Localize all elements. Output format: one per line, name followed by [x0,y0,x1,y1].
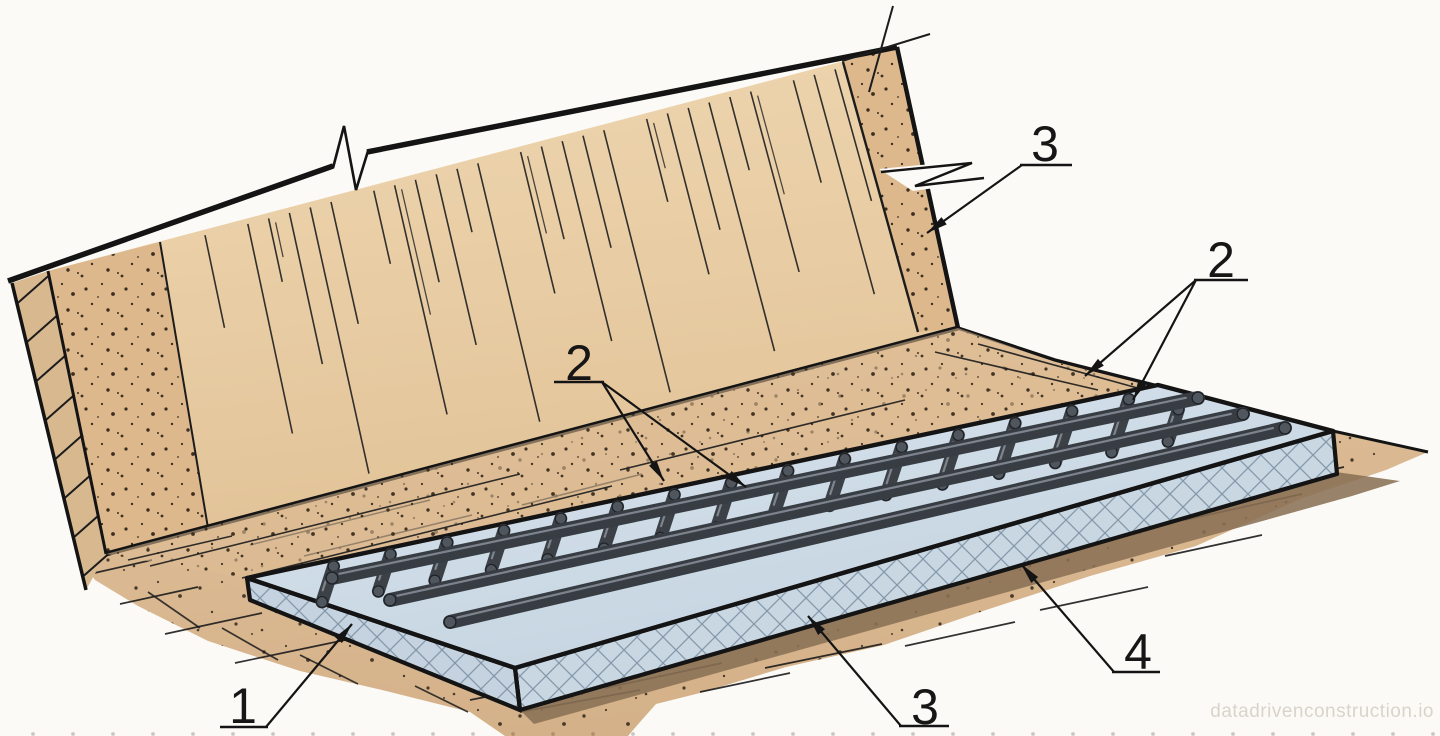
callout-3-top-label: 3 [1031,116,1059,172]
callout-labels: 1 2 2 3 3 4 [229,116,1235,735]
trench-floor [106,328,1158,579]
callout-2-middle-label: 2 [565,335,593,391]
callout-4-label: 4 [1124,624,1152,680]
slab-shadow [518,472,1400,724]
callout-2-right-label: 2 [1207,232,1235,288]
callout-1-label: 1 [229,678,257,734]
callout-leaders [220,163,1248,729]
rebar-mesh [315,391,1292,629]
watermark-text: datadrivenconstruction.io [1210,701,1434,722]
callout-3-bottom-label: 3 [911,679,939,735]
excavation-wall [7,5,986,591]
